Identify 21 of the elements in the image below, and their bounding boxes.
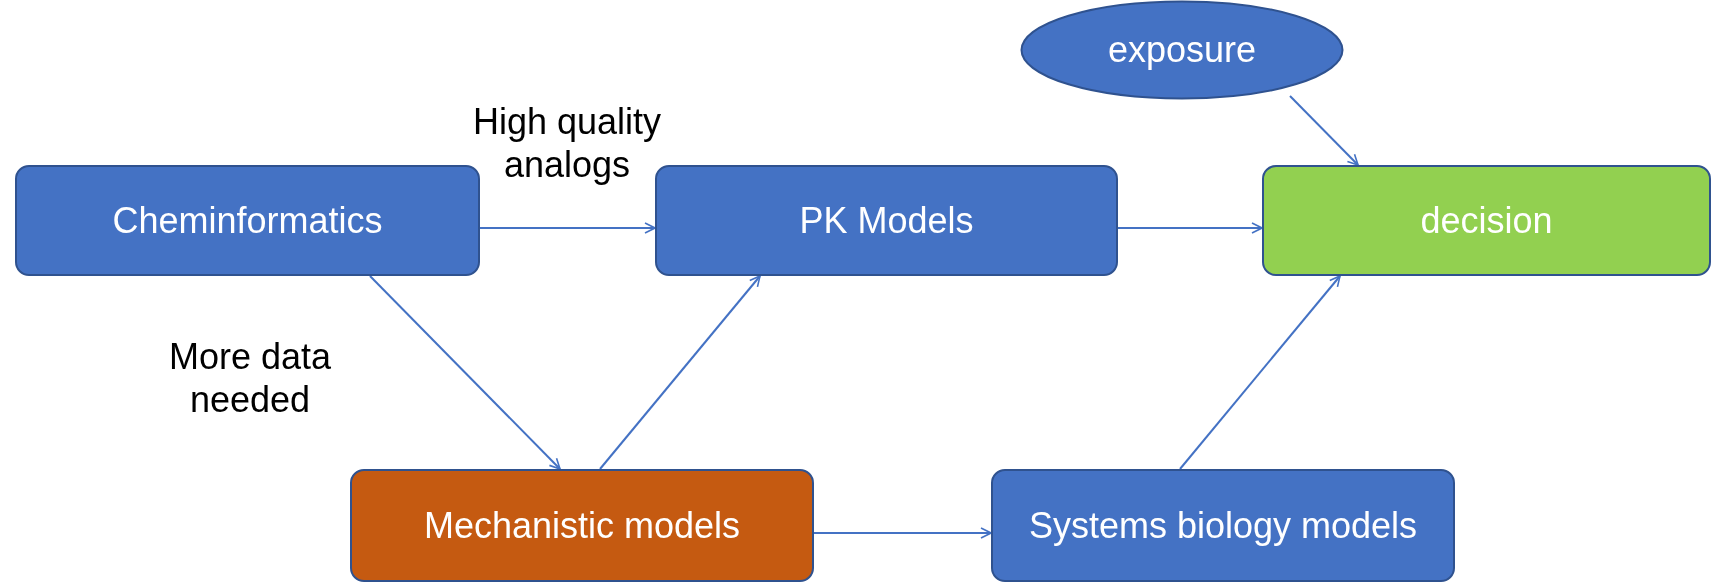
edge-label: High quality analogs	[471, 100, 663, 187]
process-box	[991, 469, 1455, 582]
process-box	[655, 165, 1118, 276]
input-ellipse	[1020, 0, 1344, 100]
arrow	[1117, 222, 1263, 234]
arrow	[599, 275, 761, 470]
process-box	[350, 469, 814, 582]
arrow	[1289, 95, 1359, 166]
decision-box	[1262, 165, 1711, 276]
node-label: PK Models	[799, 199, 974, 242]
arrow	[813, 527, 992, 539]
node-label: decision	[1420, 199, 1553, 242]
node-label: Cheminformatics	[112, 199, 383, 242]
edge-label: More data needed	[167, 335, 333, 422]
node-label: exposure	[1107, 29, 1257, 71]
arrow	[369, 275, 561, 470]
process-box	[15, 165, 480, 276]
node-label: Systems biology models	[1028, 504, 1418, 547]
node-label: Mechanistic models	[423, 504, 741, 547]
arrow	[1179, 275, 1341, 470]
arrow	[479, 222, 656, 234]
